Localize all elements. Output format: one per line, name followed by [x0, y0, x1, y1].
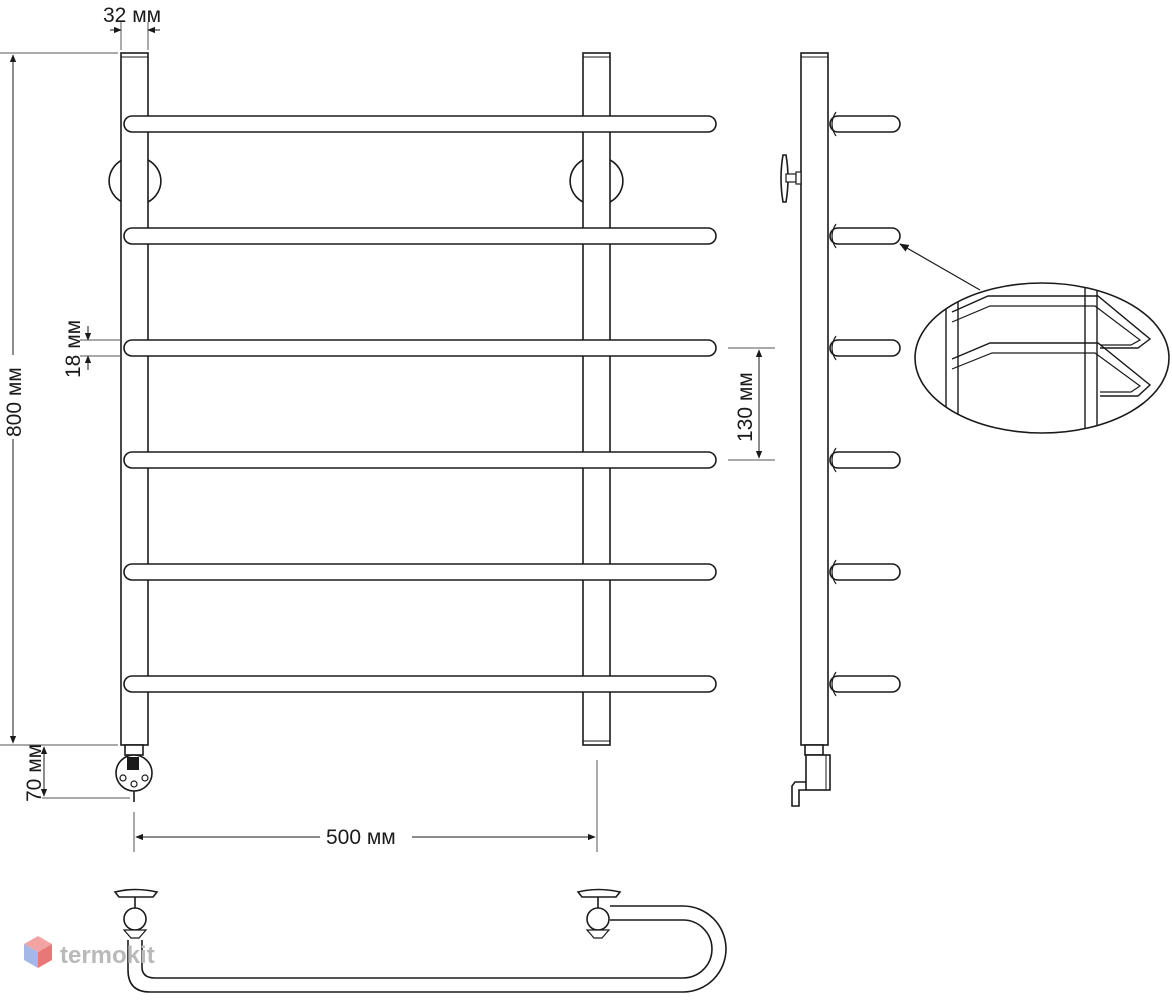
side-heater-cable — [791, 781, 806, 807]
wall-bracket-left-r — [147, 159, 162, 203]
front-bar — [123, 227, 717, 245]
dim-bar-spacing: 130 мм — [734, 372, 757, 442]
logo-hex-right — [38, 944, 52, 968]
dim-bar-diameter: 18 мм — [62, 320, 85, 378]
wall-bracket-right — [569, 159, 584, 203]
logo-hex-left — [24, 944, 38, 968]
side-upright — [800, 52, 829, 746]
top-left-wall-plate — [113, 888, 159, 898]
side-wall-mount — [780, 154, 789, 203]
side-bar — [829, 339, 901, 357]
front-view — [108, 52, 717, 802]
side-bar — [829, 563, 901, 581]
front-bar — [123, 451, 717, 469]
top-rail-outer — [127, 905, 727, 993]
dim-width: 500 мм — [326, 826, 396, 849]
front-bar — [123, 563, 717, 581]
side-bar-joint — [831, 559, 837, 585]
side-bars — [829, 111, 901, 697]
zoom-detail — [899, 243, 1170, 434]
side-bar-joint — [831, 335, 837, 361]
front-bar — [123, 115, 717, 133]
side-bar-joint — [831, 447, 837, 473]
dim-heater-height: 70 мм — [23, 744, 46, 802]
dim-tube-diameter: 32 мм — [103, 4, 161, 27]
top-view — [113, 888, 727, 993]
left-upright — [120, 52, 149, 746]
side-heater-neck — [804, 744, 824, 756]
front-bar — [123, 339, 717, 357]
side-bar — [829, 451, 901, 469]
wall-bracket-right-r — [609, 159, 624, 203]
top-right-fitting — [586, 907, 610, 931]
front-bars — [123, 115, 717, 693]
wall-bracket-left — [108, 159, 123, 203]
side-bar — [829, 227, 901, 245]
side-bar — [829, 675, 901, 693]
side-bar — [829, 115, 901, 133]
heater-display — [127, 757, 139, 770]
top-rail-inner — [141, 919, 713, 979]
heater-neck — [124, 744, 144, 756]
brand-name: termokit — [60, 942, 155, 969]
zoom-leader-line — [899, 243, 981, 291]
side-bar-joint — [831, 671, 837, 697]
dimension-lines — [0, 22, 775, 852]
side-bar-joint — [831, 223, 837, 249]
dim-height: 800 мм — [3, 367, 26, 437]
dimension-labels: 32 мм 800 мм 18 мм 130 мм 70 мм 500 мм — [0, 4, 757, 850]
right-upright — [582, 52, 611, 746]
front-bar — [123, 675, 717, 693]
top-right-wall-plate — [576, 888, 622, 898]
top-left-fitting — [123, 907, 147, 931]
side-view — [780, 52, 901, 807]
side-bar-joint — [831, 111, 837, 137]
brand-logo: termokit — [24, 936, 155, 969]
